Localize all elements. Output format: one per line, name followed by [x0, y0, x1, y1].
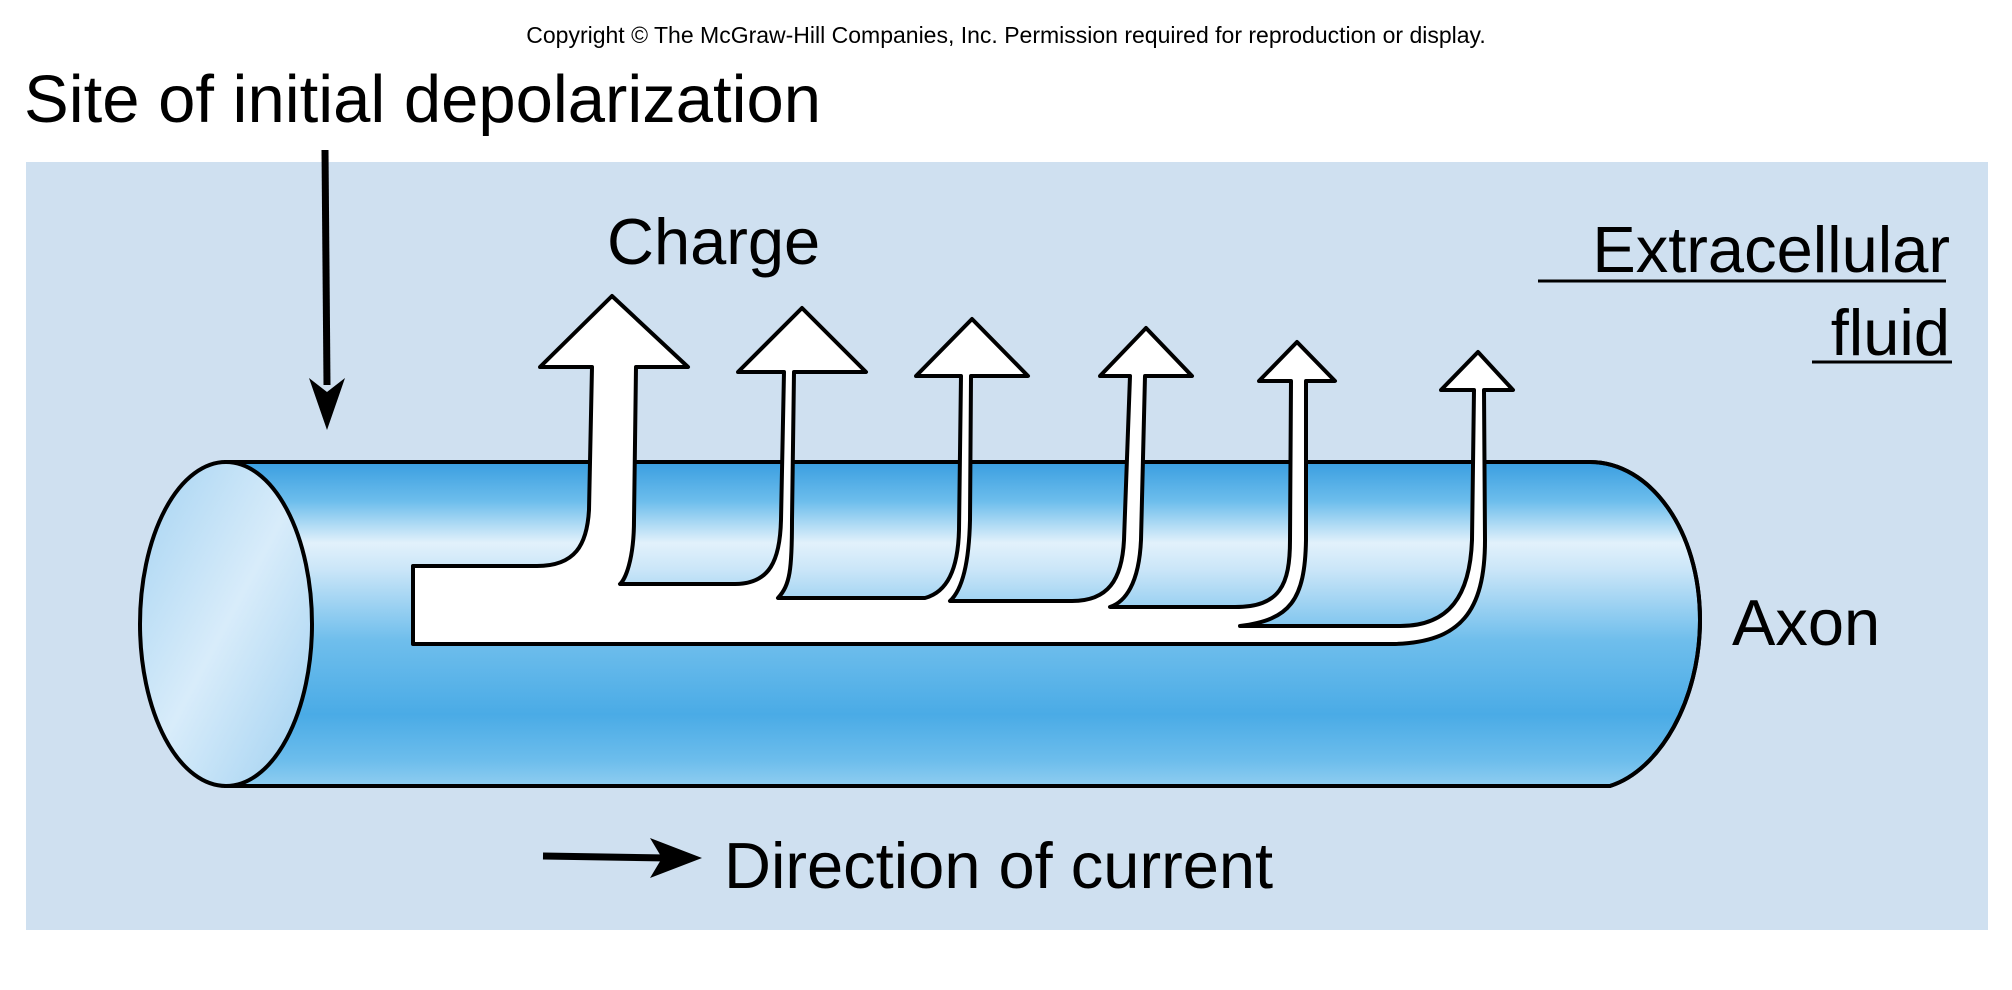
- axon-end-face: [138, 460, 314, 788]
- depolarization-pointer-arrow: [309, 149, 345, 430]
- direction-of-current-label: Direction of current: [724, 829, 1273, 902]
- current-flow-arrows: [411, 294, 1515, 646]
- extracellular-label-line1: Extracellular: [1592, 213, 1950, 286]
- direction-of-current: Direction of current: [542, 829, 1273, 902]
- extracellular-label-line2: fluid: [1831, 296, 1950, 369]
- charge-label: Charge: [607, 205, 820, 278]
- copyright-notice: Copyright © The McGraw-Hill Companies, I…: [526, 22, 1485, 48]
- direction-arrow: [542, 838, 702, 878]
- charge-current-arrows: [411, 294, 1515, 646]
- axon-right-cap: [1589, 460, 1703, 788]
- site-of-depolarization-label: Site of initial depolarization: [24, 62, 821, 137]
- axon-label: Axon: [1732, 586, 1880, 659]
- extracellular-fluid-label: Extracellular fluid: [1538, 213, 1952, 369]
